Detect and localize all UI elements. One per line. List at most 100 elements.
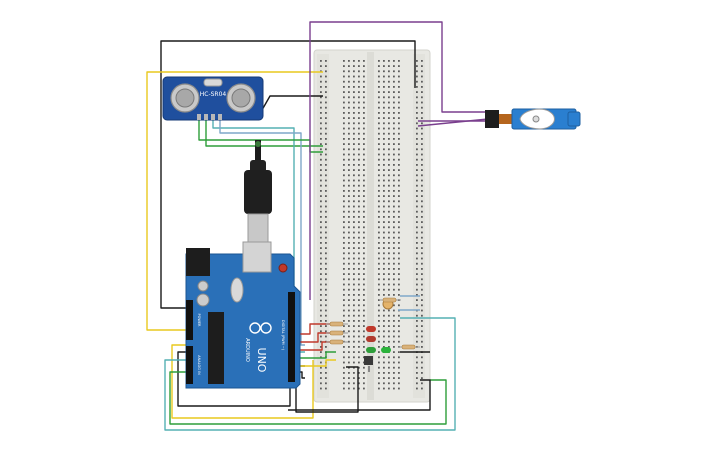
- breadboard-hole: [383, 382, 385, 385]
- breadboard-hole: [388, 366, 390, 369]
- breadboard-hole: [421, 262, 423, 265]
- breadboard-hole: [393, 138, 395, 140]
- breadboard-hole: [398, 340, 400, 343]
- breadboard-hole: [421, 153, 423, 156]
- resistor[interactable]: [326, 339, 348, 345]
- breadboard-hole: [416, 299, 418, 301]
- breadboard-hole: [388, 210, 390, 213]
- breadboard-hole: [348, 304, 350, 307]
- arduino-uno[interactable]: UNO ARDUINO DIGITAL (PWM ~) POWER ANALOG…: [185, 241, 301, 389]
- push-button-body: [364, 356, 373, 365]
- breadboard-hole: [320, 257, 322, 260]
- breadboard-hole: [393, 86, 395, 88]
- wire-black-sensor-gnd: [261, 95, 323, 111]
- resistor[interactable]: [398, 344, 420, 350]
- breadboard-hole: [388, 252, 390, 255]
- resistor[interactable]: [326, 330, 348, 336]
- breadboard-hole: [378, 101, 380, 104]
- breadboard-hole: [388, 91, 390, 93]
- breadboard-hole: [320, 195, 322, 197]
- breadboard-hole: [363, 231, 365, 234]
- breadboard-hole: [353, 122, 355, 125]
- breadboard-hole: [378, 164, 380, 166]
- breadboard-hole: [363, 304, 365, 307]
- breadboard-hole: [398, 158, 400, 161]
- breadboard-hole: [388, 158, 390, 161]
- breadboard-hole: [388, 117, 390, 119]
- breadboard-hole: [393, 351, 395, 353]
- servo-motor[interactable]: [485, 108, 581, 130]
- breadboard-hole: [320, 268, 322, 270]
- breadboard-hole: [383, 148, 385, 151]
- breadboard-hole: [388, 195, 390, 197]
- breadboard-hole: [383, 106, 385, 109]
- breadboard-hole: [320, 325, 322, 327]
- breadboard-hole: [358, 268, 360, 270]
- resistor[interactable]: [379, 297, 401, 303]
- breadboard-hole: [383, 320, 385, 322]
- resistor[interactable]: [326, 321, 348, 327]
- breadboard-hole: [348, 179, 350, 182]
- breadboard-hole: [416, 117, 418, 119]
- breadboard-hole: [393, 382, 395, 385]
- red-led-2[interactable]: [366, 336, 376, 342]
- breadboard-hole: [421, 195, 423, 197]
- breadboard-hole: [363, 153, 365, 156]
- wire-teal-bottom: [164, 317, 456, 431]
- breadboard-hole: [348, 268, 350, 270]
- breadboard-hole: [421, 205, 423, 208]
- breadboard-hole: [363, 278, 365, 281]
- breadboard-hole: [325, 320, 327, 322]
- breadboard-hole: [358, 184, 360, 187]
- breadboard-hole: [416, 148, 418, 151]
- breadboard-hole: [393, 184, 395, 187]
- breadboard-hole: [383, 335, 385, 338]
- breadboard-hole: [320, 65, 322, 67]
- breadboard-hole: [421, 122, 423, 125]
- breadboard-hole: [416, 221, 418, 223]
- breadboard-hole: [343, 101, 345, 104]
- breadboard-hole: [378, 278, 380, 281]
- breadboard-hole: [398, 288, 400, 291]
- breadboard-hole: [393, 205, 395, 208]
- breadboard-hole: [398, 252, 400, 255]
- breadboard-hole: [393, 356, 395, 359]
- green-led-1[interactable]: [366, 347, 376, 353]
- green-led-2[interactable]: [381, 347, 391, 353]
- ultrasonic-sensor[interactable]: HC-SR04: [162, 76, 264, 121]
- breadboard-hole: [388, 127, 390, 130]
- breadboard-hole: [320, 346, 322, 348]
- breadboard-hole: [320, 294, 322, 296]
- breadboard-hole: [388, 143, 390, 145]
- push-button[interactable]: [364, 356, 373, 372]
- breadboard-hole: [383, 346, 385, 348]
- breadboard-hole: [363, 190, 365, 192]
- breadboard-hole: [388, 112, 390, 114]
- breadboard-hole: [416, 366, 418, 369]
- breadboard-hole: [416, 138, 418, 140]
- breadboard-hole: [398, 200, 400, 203]
- breadboard-hole: [363, 236, 365, 239]
- breadboard-hole: [378, 190, 380, 192]
- breadboard-hole: [398, 101, 400, 104]
- breadboard-hole: [383, 122, 385, 125]
- breadboard-hole: [416, 330, 418, 333]
- breadboard-hole: [353, 377, 355, 379]
- breadboard-hole: [320, 106, 322, 109]
- breadboard-hole: [348, 148, 350, 151]
- breadboard-hole: [416, 283, 418, 286]
- breadboard-hole: [325, 80, 327, 83]
- reset-button-icon[interactable]: [278, 263, 288, 273]
- breadboard-hole: [393, 60, 395, 62]
- breadboard-hole: [398, 132, 400, 135]
- wire-red-led-1: [298, 323, 332, 335]
- breadboard-hole: [348, 288, 350, 291]
- breadboard-hole: [398, 174, 400, 177]
- breadboard-hole: [378, 179, 380, 182]
- breadboard-hole: [383, 70, 385, 73]
- red-led-1[interactable]: [366, 326, 376, 332]
- breadboard-hole: [393, 148, 395, 151]
- led-body: [366, 347, 376, 353]
- breadboard-hole: [416, 372, 418, 374]
- breadboard-hole: [363, 330, 365, 333]
